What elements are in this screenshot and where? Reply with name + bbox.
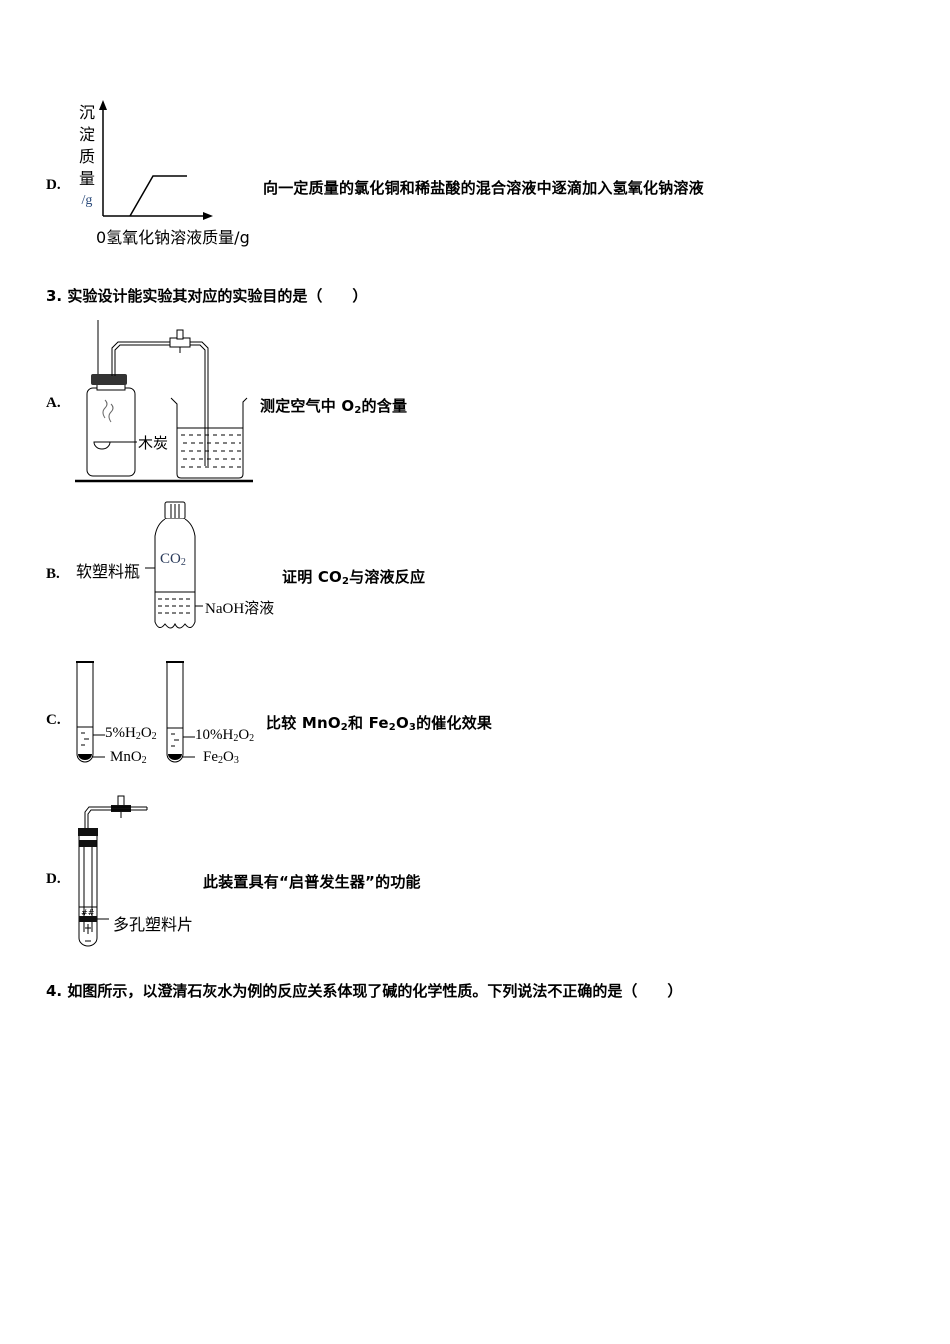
option-statement: 测定空气中 O2的含量 (260, 397, 408, 416)
charcoal-label: 木炭 (138, 434, 169, 452)
y-unit: /g (81, 193, 93, 208)
svg-text:##: ## (81, 908, 95, 917)
chart-y-axis-label: 沉 淀 质 量 /g (77, 102, 97, 212)
option-label: D. (46, 871, 61, 887)
question-text: 实验设计能实验其对应的实验目的是（ ） (67, 287, 368, 305)
option-statement: 证明 CO2与溶液反应 (282, 568, 426, 587)
naoh-solution-label: NaOH溶液 (205, 599, 275, 617)
oxygen-measurement-apparatus (75, 320, 253, 483)
question-4-stem: 4. 如图所示，以澄清石灰水为例的反应关系体现了碱的化学性质。下列说法不正确的是… (46, 980, 682, 1001)
option-label: B. (46, 566, 60, 582)
soft-plastic-bottle (145, 501, 203, 629)
y-char: 淀 (78, 125, 95, 144)
tube2-solid-label: Fe2O3 (203, 749, 239, 766)
question-number: 4. (46, 982, 63, 1000)
tube1-solid-label: MnO2 (110, 749, 147, 766)
kipp-generator-apparatus: ## (78, 795, 148, 947)
soft-bottle-label: 软塑料瓶 (76, 562, 141, 581)
chart-x-axis-label: 0氢氧化钠溶液质量/g (96, 228, 250, 247)
co2-gas-label: CO2 (160, 551, 186, 568)
tube1-liquid-label: 5%H2O2 (105, 725, 157, 742)
option-label: A. (46, 395, 61, 411)
question-number: 3. (46, 287, 63, 305)
y-char: 沉 (78, 103, 95, 122)
precipitate-chart (99, 100, 213, 220)
porous-plate-label: 多孔塑料片 (113, 915, 194, 934)
question-text: 如图所示，以澄清石灰水为例的反应关系体现了碱的化学性质。下列说法不正确的是（ ） (67, 982, 683, 1000)
tube2-liquid-label: 10%H2O2 (195, 727, 255, 744)
option-statement: 此装置具有“启普发生器”的功能 (203, 873, 421, 891)
option-statement: 比较 MnO2和 Fe2O3的催化效果 (266, 714, 493, 733)
test-tubes-catalyst (76, 661, 195, 763)
option-label: D. (46, 177, 61, 193)
option-label: C. (46, 712, 61, 728)
option-statement: 向一定质量的氯化铜和稀盐酸的混合溶液中逐滴加入氢氧化钠溶液 (263, 179, 704, 197)
question-3-stem: 3. 实验设计能实验其对应的实验目的是（ ） (46, 285, 367, 306)
y-char: 量 (78, 169, 95, 188)
y-char: 质 (78, 147, 95, 166)
